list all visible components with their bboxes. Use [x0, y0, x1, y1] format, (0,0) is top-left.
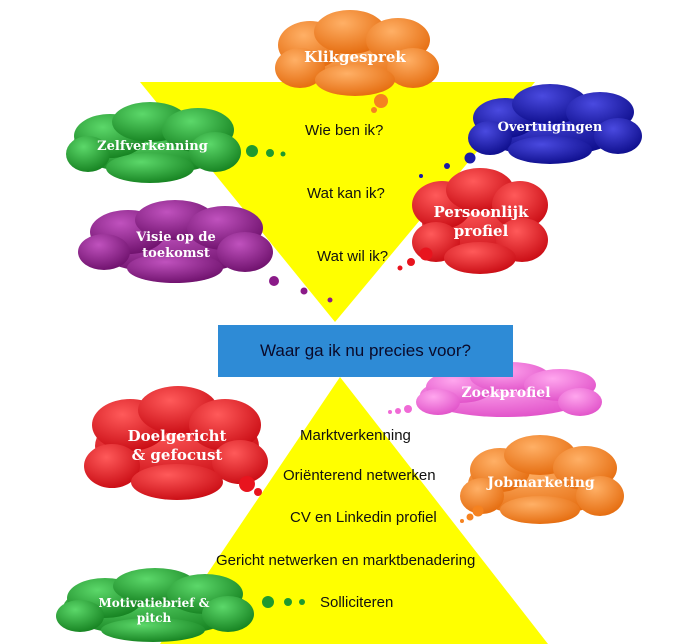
cloud-visie-tail [269, 276, 333, 303]
cloud-motivatie-tail [262, 596, 305, 608]
cloud-jobmarketing [460, 435, 624, 524]
cloud-persoonlijk [412, 168, 548, 274]
step-solliciteren: Solliciteren [320, 594, 394, 611]
question-wie-ben-ik: Wie ben ik? [305, 122, 384, 139]
cloud-label-jobmarketing: Jobmarketing [487, 475, 595, 492]
cloud-doelgericht [84, 386, 268, 500]
cloud-klikgesprek [275, 10, 439, 96]
cloud-overtuigingen-tail [419, 152, 476, 178]
cloud-zelfverkenning-tail [246, 145, 286, 157]
cloud-jobmarketing-tail [460, 505, 484, 523]
step-orienterend-netwerken: Oriënterend netwerken [283, 467, 436, 484]
cloud-doelgericht-tail [239, 476, 262, 496]
step-cv-linkedin: CV en Linkedin profiel [290, 509, 437, 526]
cloud-zelfverkenning [66, 102, 241, 183]
cloud-label-doelgericht: Doelgericht & gefocust [127, 427, 227, 464]
cloud-persoonlijk-tail [397, 247, 433, 271]
cloud-label-overtuigingen: Overtuigingen [497, 119, 603, 135]
step-marktverkenning: Marktverkenning [300, 427, 411, 444]
cloud-klikgesprek-tail [371, 94, 388, 113]
cloud-label-zoekprofiel: Zoekprofiel [461, 385, 551, 402]
cloud-visie [78, 200, 273, 283]
bottom-funnel-triangle [160, 377, 548, 644]
cloud-overtuigingen [468, 84, 642, 164]
central-question-text: Waar ga ik nu precies voor? [259, 341, 472, 360]
cloud-label-motivatie: Motivatiebrief & pitch [98, 596, 210, 625]
central-question-box: Waar ga ik nu precies voor? [218, 325, 513, 377]
cloud-zoekprofiel-tail [388, 405, 412, 414]
cloud-label-zelfverkenning: Zelfverkenning [97, 138, 208, 154]
question-wat-wil-ik: Wat wil ik? [317, 248, 389, 265]
cloud-label-visie: Visie op de toekomst [136, 229, 216, 261]
top-funnel-triangle [140, 82, 535, 322]
question-wat-kan-ik: Wat kan ik? [307, 185, 385, 202]
step-gericht-netwerken: Gericht netwerken en marktbenadering [216, 552, 476, 569]
cloud-label-persoonlijk: Persoonlijk profiel [433, 203, 529, 240]
cloud-motivatie [56, 568, 254, 642]
cloud-label-klikgesprek: Klikgesprek [304, 47, 406, 66]
